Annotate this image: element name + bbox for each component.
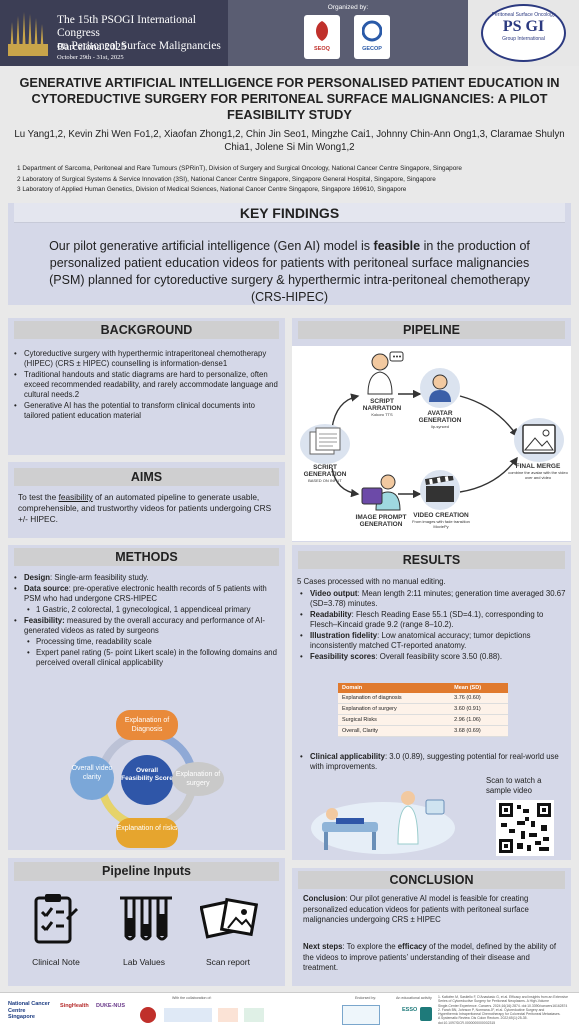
methods-heading: METHODS (14, 548, 279, 566)
list-item: Clinical applicability: 3.0 (0.89), sugg… (300, 752, 570, 772)
organized-by-label: Organized by: (327, 4, 369, 11)
list-item: Design: Single-arm feasibility study. (14, 573, 280, 583)
sagrada-familia-icon (8, 12, 48, 56)
list-item: Expert panel rating (5- point Likert sca… (14, 648, 280, 668)
collab-logo-2 (164, 1008, 212, 1022)
collab-label: With the collaboration of: (172, 996, 212, 1000)
endorsed-label: Endorsed by: (355, 996, 377, 1000)
author-list: Lu Yang1,2, Kevin Zhi Wen Fo1,2, Xiaofan… (14, 129, 565, 153)
key-findings-text: Our pilot generative artificial intellig… (49, 239, 530, 304)
list-item: Readability: Flesch Reading Ease 55.1 (S… (300, 610, 570, 630)
duke-nus-logo: DUKE-NUS (96, 1003, 126, 1009)
aims-heading: AIMS (14, 468, 279, 486)
conclusion-heading: CONCLUSION (298, 871, 565, 889)
congress-name: The 15th PSOGI International Congress on… (57, 14, 221, 52)
diagram-top-node: Explanation of Diagnosis (116, 710, 178, 740)
document-stack-icon (309, 427, 341, 455)
pipeline-inputs-heading: Pipeline Inputs (14, 862, 279, 881)
diagram-right-node: Explanation of surgery (172, 762, 224, 796)
list-item: Traditional handouts and static diagrams… (14, 370, 280, 400)
key-findings-heading: KEY FINDINGS (14, 203, 565, 223)
list-item: Processing time, readability scale (14, 637, 280, 647)
image-icon (522, 424, 556, 454)
list-item: Feasibility scores: Overall feasibility … (300, 652, 570, 662)
aims-text: To test the feasibility of an automated … (18, 492, 272, 524)
conclusion-text: Conclusion: Our pilot generative AI mode… (303, 894, 529, 924)
qr-code-icon[interactable] (496, 800, 554, 856)
collab-logo-1 (140, 1007, 156, 1023)
seoq-logo: SEOQ (304, 15, 340, 59)
psogi-logo: Peritoneal Surface Oncology PS GI Group … (481, 4, 566, 62)
list-item: Generative AI has the potential to trans… (14, 401, 280, 421)
pipeline-arrows (331, 389, 518, 499)
collab-logo-3 (218, 1008, 238, 1022)
next-steps-text: Next steps: To explore the efficacy of t… (303, 942, 556, 972)
congress-dates: October 29th - 31st, 2025 (57, 54, 124, 61)
input-clinical-note: Clinical Note (32, 957, 80, 967)
footer: National Cancer Centre Singapore SingHea… (0, 992, 579, 1030)
list-item: Feasibility: measured by the overall acc… (14, 616, 280, 636)
background-list: Cytoreductive surgery with hyperthermic … (14, 349, 280, 422)
congress-block: The 15th PSOGI International Congress on… (0, 0, 228, 66)
esso-logo: ESSO (402, 1007, 418, 1013)
methods-list: Design: Single-arm feasibility study. Da… (14, 573, 280, 669)
input-lab-values: Lab Values (123, 957, 165, 967)
results-list-2: Clinical applicability: 3.0 (0.89), sugg… (300, 752, 570, 773)
scan-instruction: Scan to watch a sample video (486, 776, 542, 795)
collab-logo-4 (244, 1008, 264, 1022)
results-intro: 5 Cases processed with no manual editing… (297, 577, 446, 586)
image-prompt-label: IMAGE PROMPT GENERATION (355, 514, 407, 528)
gecop-logo: GECOP (354, 15, 390, 59)
references: 1. Kaltofen M, Sastiello F, D’Anastasio … (438, 995, 568, 1025)
clapperboard-icon (424, 476, 454, 502)
doctor-screen-icon (361, 474, 401, 511)
congress-city: Barcelona 2025 (57, 41, 127, 53)
feasibility-diagram: Overall Feasibility Score Explanation of… (70, 710, 224, 850)
list-item: Video output: Mean length 2:11 minutes; … (300, 589, 570, 609)
narrator-icon (367, 351, 404, 395)
organizers-block: Organized by: SEOQ GECOP (228, 0, 468, 66)
edu-logo-2 (420, 1007, 432, 1021)
endorsed-logo (342, 1005, 380, 1025)
poster-title: GENERATIVE ARTIFICIAL INTELLIGENCE FOR P… (19, 75, 560, 122)
psogi-block: Peritoneal Surface Oncology PS GI Group … (468, 0, 579, 66)
diagram-bottom-node: Explanation of risks (116, 818, 178, 848)
test-tubes-icon (120, 896, 172, 941)
photo-stack-icon (200, 897, 258, 939)
clipboard-icon (34, 894, 78, 944)
results-list: Video output: Mean length 2:11 minutes; … (300, 589, 570, 663)
singhealth-logo: SingHealth (60, 1003, 89, 1009)
center-score-circle: Overall Feasibility Score (121, 755, 173, 805)
diagram-left-node: Overall video clarity (70, 756, 114, 800)
list-item: Data source: pre-operative electronic he… (14, 584, 280, 604)
pipeline-heading: PIPELINE (298, 321, 565, 339)
avatar-icon (429, 374, 451, 402)
results-heading: RESULTS (298, 551, 565, 569)
list-item: Illustration fidelity: Low anatomical ac… (300, 631, 570, 651)
ncc-logo: National Cancer Centre Singapore (8, 1001, 50, 1020)
edu-label: An educational activity (396, 996, 432, 1000)
list-item: Cytoreductive surgery with hyperthermic … (14, 349, 280, 369)
patient-doctor-illustration (311, 791, 455, 854)
background-heading: BACKGROUND (14, 321, 279, 339)
affiliations: 1 Department of Sarcoma, Peritoneal and … (17, 165, 462, 193)
list-item: 1 Gastric, 2 colorectal, 1 gynecological… (14, 605, 280, 615)
header-banner: The 15th PSOGI International Congress on… (0, 0, 579, 66)
input-scan-report: Scan report (206, 957, 250, 967)
